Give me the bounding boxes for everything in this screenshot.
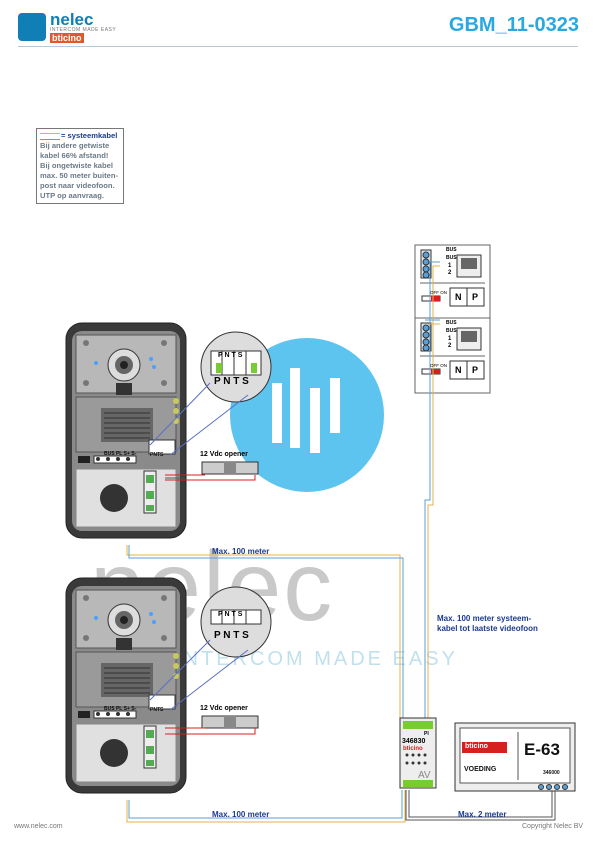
psu-name: VOEDING bbox=[464, 766, 497, 773]
vp2-bus2: BUS bbox=[446, 328, 457, 334]
av-pi: PI bbox=[424, 731, 429, 737]
vp1-off-on: OFF ON bbox=[430, 290, 447, 295]
opener-label-bottom: 12 Vdc opener bbox=[200, 705, 248, 712]
psu-model: E-63 bbox=[524, 740, 560, 759]
vp1-n: N bbox=[455, 292, 462, 302]
brand-tagline: INTERCOM MADE EASY bbox=[50, 27, 117, 33]
vp1-n1: 1 bbox=[448, 263, 452, 269]
distance-label-psu: Max. 2 meter bbox=[458, 810, 507, 819]
footer-copyright: Copyright Nelec BV bbox=[522, 823, 584, 830]
footer-website: www.nelec.com bbox=[14, 823, 63, 830]
psu-brand: bticino bbox=[465, 743, 488, 750]
vp2-n1: 1 bbox=[448, 336, 452, 342]
systeem-label-2: kabel tot laatste videofoon bbox=[437, 624, 538, 633]
vp1-bus1: BUS bbox=[446, 247, 457, 253]
distance-label-top: Max. 100 meter bbox=[212, 547, 270, 556]
cable-swatch-icon bbox=[40, 132, 60, 140]
nelec-logo-icon bbox=[18, 13, 46, 41]
bus-row-bottom: BUS PL S+ S- bbox=[104, 706, 137, 712]
vp2-bus1: BUS bbox=[446, 320, 457, 326]
legend-line: Bij ongetwiste kabel bbox=[40, 161, 114, 170]
vp1-n2: 2 bbox=[448, 270, 452, 276]
term-labels-top: P N T S bbox=[214, 376, 249, 387]
legend-line: Bij andere getwiste bbox=[40, 141, 110, 150]
term-header-top: P N T S bbox=[218, 352, 243, 359]
brand-name: nelec bbox=[50, 10, 94, 29]
av-label: AV bbox=[418, 770, 431, 781]
opener-label-top: 12 Vdc opener bbox=[200, 451, 248, 458]
distance-label-bottom: Max. 100 meter bbox=[212, 810, 270, 819]
term-labels-bottom: P N T S bbox=[214, 630, 249, 641]
pnts-top: PNTS bbox=[150, 452, 164, 458]
legend-line: post naar videofoon. bbox=[40, 181, 115, 190]
header-divider bbox=[18, 46, 578, 47]
vp1-p: P bbox=[472, 292, 479, 302]
vp2-n2: 2 bbox=[448, 343, 452, 349]
bus-row-top: BUS PL S+ S- bbox=[104, 451, 137, 457]
cable-legend: = systeemkabel Bij andere getwiste kabel… bbox=[36, 128, 124, 204]
legend-title: = systeemkabel bbox=[61, 131, 118, 140]
legend-line: kabel 66% afstand! bbox=[40, 151, 109, 160]
vp2-p: P bbox=[472, 365, 479, 375]
av-code: 346830 bbox=[402, 738, 426, 745]
vp1-bus2: BUS bbox=[446, 255, 457, 261]
legend-line: UTP op aanvraag. bbox=[40, 191, 105, 200]
av-brand: bticino bbox=[403, 746, 423, 752]
doc-code: GBM_11-0323 bbox=[448, 14, 579, 36]
vp2-n: N bbox=[455, 365, 462, 375]
vp2-off-on: OFF ON bbox=[430, 363, 447, 368]
legend-line: max. 50 meter buiten- bbox=[40, 171, 119, 180]
pnts-bottom: PNTS bbox=[150, 707, 164, 713]
systeem-label-1: Max. 100 meter systeem- bbox=[437, 614, 532, 623]
term-header-bottom: P N T S bbox=[218, 611, 243, 618]
partner-logo: bticino bbox=[50, 33, 84, 43]
psu-code: 346000 bbox=[543, 770, 560, 776]
